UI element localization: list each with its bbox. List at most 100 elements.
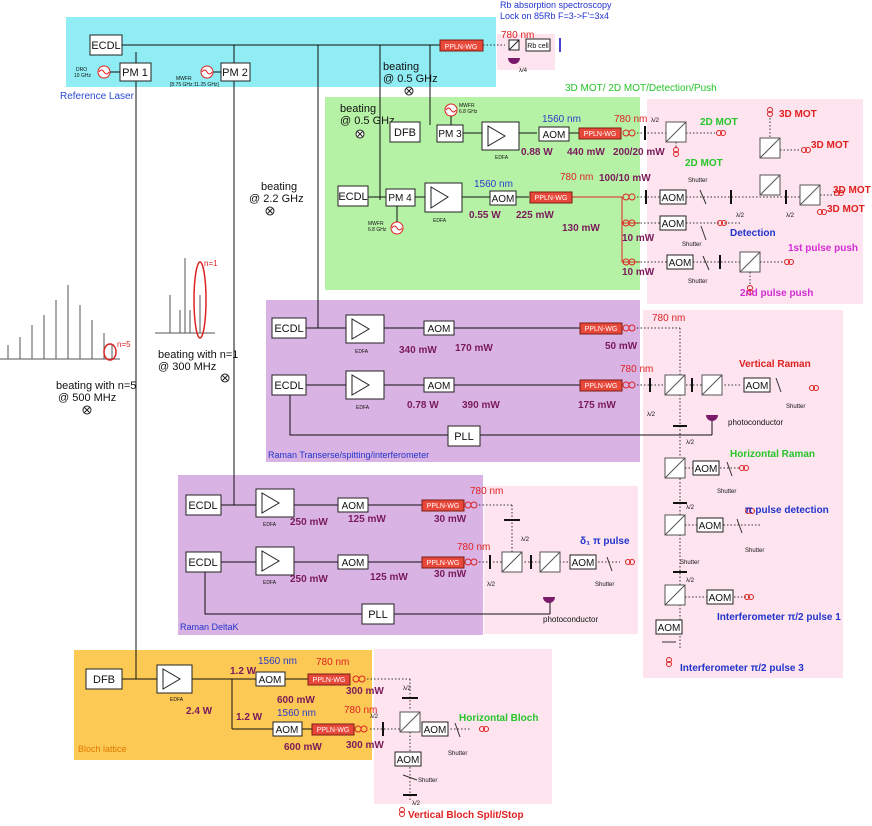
- shutter-mot-1: Shutter: [688, 178, 707, 184]
- n1-label: n=1: [204, 259, 218, 268]
- dfb-mot-label: DFB: [394, 127, 416, 139]
- bl-power-f: 600 mW: [284, 742, 322, 753]
- hw-mot-2: λ/2: [736, 213, 745, 219]
- bl-power-b: 2.4 W: [186, 706, 213, 717]
- beat3-a: beating: [261, 181, 297, 193]
- rt-power-f: 175 mW: [578, 400, 616, 411]
- beat4-b: @ 300 MHz: [158, 361, 216, 373]
- out-push-1: 1st pulse push: [788, 243, 858, 254]
- mwfr3-label: MWFR: [368, 221, 384, 227]
- shutter-pd: Shutter: [745, 548, 764, 554]
- reference-section: ECDL PM 1 DRO 10 GHz PM 2 MWFR [8.75 GHz…: [74, 30, 561, 88]
- aom-pd-label: AOM: [699, 521, 722, 532]
- shutter-vb: Shutter: [418, 778, 437, 784]
- shutter-mot-3: Shutter: [688, 279, 707, 285]
- ecdl-rd1: [185, 494, 222, 516]
- bl1-780: 780 nm: [316, 657, 349, 668]
- bl-power-g: 300 mW: [346, 740, 384, 751]
- raman-deltak-panel: [178, 475, 483, 635]
- region-label-bloch: Bloch lattice: [78, 744, 127, 754]
- aom-mot-out1-label: AOM: [662, 193, 685, 204]
- shutter-i1: Shutter: [680, 560, 699, 566]
- beat3-b: @ 2.2 GHz: [249, 193, 304, 205]
- fiber-coupler-icon: [464, 558, 478, 566]
- out-3d-mot-c: 3D MOT: [833, 185, 871, 196]
- ppln-bl2: [311, 723, 355, 736]
- beat5-a: beating with n=5: [56, 380, 136, 392]
- mwfr1-range: [8.75 GHz:11.25 GHz]: [170, 82, 219, 88]
- bloch-panel: [74, 650, 372, 760]
- ecdl-rd2: [185, 551, 222, 573]
- rd2-780: 780 nm: [457, 542, 490, 553]
- mot-power-b: 440 mW: [567, 147, 605, 158]
- rt-power-b: 170 mW: [455, 343, 493, 354]
- bl-power-d: 600 mW: [277, 695, 315, 706]
- pll-rt: [447, 425, 481, 447]
- out-delta-pi: δ₁ π pulse: [580, 536, 630, 547]
- rd-power-a: 250 mW: [290, 517, 328, 528]
- bl2-780: 780 nm: [344, 705, 377, 716]
- out-push-2: 2nd pulse push: [740, 288, 813, 299]
- fiber-coupler-icon: [464, 501, 478, 509]
- mot-optics: λ/2 2D MOT 2D MOT 3D MOT 3D MOT 3D MOT 3…: [637, 107, 871, 299]
- mot-section: DFB PM 3 MWFR 6.8 GHz EDFA AOM 1560 nm P…: [337, 103, 665, 278]
- aom-hr-label: AOM: [695, 464, 718, 475]
- ppln-rd2-label: PPLN-WG: [427, 560, 460, 567]
- aom-rt2-label: AOM: [428, 381, 451, 392]
- mwfr3-freq: 6.8 GHz: [368, 227, 387, 233]
- mot-power-i: 10 mW: [622, 267, 655, 278]
- aom-i3-label: AOM: [658, 623, 681, 634]
- fiber-coupler-icon: [622, 219, 636, 227]
- ppln-mot1: [578, 127, 622, 140]
- fiber-coupler-icon: [622, 381, 636, 389]
- pm4-label: PM 4: [388, 193, 412, 204]
- ppln-ref-label: PPLN-WG: [445, 44, 478, 51]
- hw-rt-3: λ/2: [686, 505, 695, 511]
- bl1-1560: 1560 nm: [258, 656, 297, 667]
- pll-rt-label: PLL: [454, 431, 474, 443]
- ppln-rd2: [421, 556, 465, 569]
- aom-mot-out3: [666, 254, 694, 270]
- out-2d-mot-a: 2D MOT: [700, 117, 738, 128]
- mot2-1560: 1560 nm: [474, 179, 513, 190]
- beat2-a: beating: [340, 103, 376, 115]
- out-vertical-raman: Vertical Raman: [739, 359, 811, 370]
- aom-bl2-label: AOM: [276, 725, 299, 736]
- out-3d-mot-b: 3D MOT: [811, 140, 849, 151]
- raman-transverse-section: ECDL EDFA AOM PPLN-WG 780 nm 340 mW 170 …: [271, 313, 685, 447]
- dfb-mot: [389, 121, 421, 143]
- ppln-rt2: [579, 379, 623, 392]
- out-interf-3: Interferometer π/2 pulse 3: [680, 663, 804, 674]
- aom-rd1-label: AOM: [342, 501, 365, 512]
- edfa-mot1-label: EDFA: [495, 155, 509, 161]
- out-horizontal-bloch: Horizontal Bloch: [459, 713, 538, 724]
- shutter-mot-2: Shutter: [682, 242, 701, 248]
- n5-label: n=5: [117, 340, 131, 349]
- ppln-mot2-label: PPLN-WG: [535, 195, 568, 202]
- out-horizontal-raman: Horizontal Raman: [730, 449, 815, 460]
- ecdl-rd2-label: ECDL: [188, 557, 217, 569]
- fiber-coupler-icon: [622, 324, 636, 332]
- pm1-label: PM 1: [122, 67, 148, 79]
- ecdl-mot: [337, 185, 369, 207]
- mot-power-d: 0.55 W: [469, 210, 501, 221]
- spec-780-label: 780 nm: [501, 30, 534, 41]
- raman-optics: λ/2 photoconductor AOM Shutter Vertical …: [637, 327, 841, 674]
- ppln-mot1-label: PPLN-WG: [584, 131, 617, 138]
- pll-rd-label: PLL: [368, 609, 388, 621]
- ecdl-mot-label: ECDL: [338, 191, 367, 203]
- shutter-hr: Shutter: [717, 489, 736, 495]
- n5-highlight: [103, 343, 117, 361]
- edfa-mot2-amp-icon: [430, 186, 449, 209]
- hw-rd-2: λ/2: [487, 582, 496, 588]
- aom-mot-out2: [659, 215, 687, 231]
- out-vertical-bloch: Vertical Bloch Split/Stop: [408, 810, 524, 821]
- spectroscopy-lock: Lock on 85Rb F=3->F'=3x4: [500, 11, 609, 21]
- aom-bl2: [272, 721, 303, 737]
- aom-vr-label: AOM: [746, 381, 769, 392]
- edfa-rd2-label: EDFA: [263, 580, 277, 586]
- aom-hb: [421, 721, 449, 737]
- mwfr2-freq: 6.8 GHz: [459, 109, 478, 115]
- mot2-780: 780 nm: [560, 172, 593, 183]
